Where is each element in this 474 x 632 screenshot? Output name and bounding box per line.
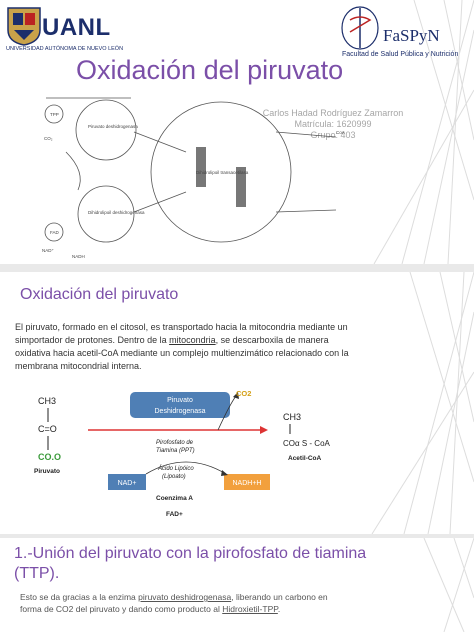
- diagram-label-tpp: TPP: [50, 112, 59, 117]
- reaction-acetil: Acetil-CoA: [288, 455, 322, 462]
- diagram-label-nad: NAD⁺: [42, 248, 55, 253]
- complex3-circle: [77, 185, 135, 243]
- step-text-b: , liberando un carbono en forma de CO2 d…: [20, 592, 328, 614]
- cofactor-3: Ácido Lipóico: [157, 465, 194, 472]
- enzyme-box: [130, 392, 230, 418]
- reaction-right-co: COα S - CoA: [283, 439, 331, 448]
- faspyn-emblem-icon: [341, 6, 379, 50]
- reaction-left-ch3: CH3: [38, 396, 56, 406]
- section-body: El piruvato, formado en el citosol, es t…: [15, 321, 360, 373]
- author-name: Carlos Hadad Rodríguez Zamarron: [262, 108, 404, 118]
- slide-separator: [0, 534, 474, 538]
- step-body: Esto se da gracias a la enzima piruvato …: [20, 591, 350, 615]
- decorative-lines: [423, 538, 474, 632]
- decorative-lines: [371, 272, 474, 534]
- diagram-label-co2: CO₂: [44, 136, 53, 141]
- complex2-circle: [150, 101, 292, 243]
- pdh-complex-diagram: Piruvato deshidrogenasa Dihidrolipoil de…: [42, 97, 345, 259]
- reaction-right-ch3: CH3: [283, 412, 301, 422]
- pdh-link[interactable]: piruvato deshidrogenasa: [138, 592, 232, 602]
- reaction-nad: NAD+: [118, 480, 137, 487]
- reaction-co2: CO2: [236, 389, 251, 398]
- diagram-label-coa: CoA: [336, 130, 345, 135]
- slide-step-1: 1.-Unión del piruvato con la pirofosfato…: [0, 538, 474, 632]
- nad-box: [108, 474, 146, 490]
- faspyn-subtitle: Facultad de Salud Pública y Nutrición: [342, 51, 459, 58]
- section-title: Oxidación del piruvato: [20, 286, 179, 303]
- step-title: 1.-Unión del piruvato con la pirofosfato…: [14, 545, 367, 582]
- uanl-logo-text: UANL: [42, 14, 111, 41]
- faspyn-logo-text: FaSPyN: [383, 26, 440, 45]
- mitocondria-link[interactable]: mitocondria: [169, 335, 216, 345]
- step-text-c: .: [277, 604, 281, 614]
- page-title: Oxidación del piruvato: [76, 55, 344, 85]
- slide-separator: [0, 264, 474, 272]
- slide-title: UANL UNIVERSIDAD AUTÓNOMA DE NUEVO LEÓN …: [0, 0, 474, 264]
- slide-oxidation: Oxidación del piruvato El piruvato, form…: [0, 272, 474, 534]
- author-info: Carlos Hadad Rodríguez Zamarron Matrícul…: [258, 108, 408, 141]
- cofactor-2: Tiamina (PPT): [156, 448, 195, 454]
- hidroxietil-link[interactable]: Hidroxietil-TPP: [222, 604, 278, 614]
- cofactor-1: Pirofosfato de: [156, 440, 194, 446]
- cofactor-5: Coenzima A: [156, 495, 193, 502]
- reaction-diagram: CH3 C=O CO.O Piruvato Piruvato Deshidrog…: [34, 389, 331, 518]
- reaction-left-co: C=O: [38, 424, 57, 434]
- uanl-shield-icon: [7, 7, 41, 46]
- decorative-lines: [373, 0, 474, 264]
- reaction-piruvato: Piruvato: [34, 468, 60, 475]
- cofactor-4: (Lipoato): [162, 474, 186, 480]
- diagram-label-complex1: Piruvato deshidrogenasa: [88, 124, 138, 129]
- enzyme-label-1: Piruvato: [167, 397, 193, 404]
- enzyme-label-2: Deshidrogenasa: [155, 408, 206, 415]
- body-text-a: El piruvato, formado en el citosol, es t…: [15, 322, 348, 345]
- diagram-label-complex3: Dihidrolipoil deshidrogenasa: [88, 210, 145, 215]
- diagram-label-complex2: Dihidrolipoil transacetilasa: [196, 170, 249, 175]
- reaction-left-coo: CO.O: [38, 452, 61, 462]
- complex1-circle: [75, 99, 137, 161]
- step-text-a: Esto se da gracias a la enzima: [20, 592, 139, 602]
- body-text-b: , se descarboxila de manera oxidativa ha…: [15, 335, 349, 371]
- nadh-box: [224, 474, 270, 490]
- cofactor-6: FAD+: [166, 511, 183, 518]
- author-group: Grupo: 403: [310, 130, 356, 140]
- diagram-label-nadh: NADH: [72, 254, 85, 259]
- reaction-nadh: NADH+H: [233, 480, 262, 487]
- diagram-label-fad: FAD: [50, 230, 60, 235]
- author-matricula: Matrícula: 1620999: [294, 119, 372, 129]
- uanl-subtitle: UNIVERSIDAD AUTÓNOMA DE NUEVO LEÓN: [6, 46, 124, 52]
